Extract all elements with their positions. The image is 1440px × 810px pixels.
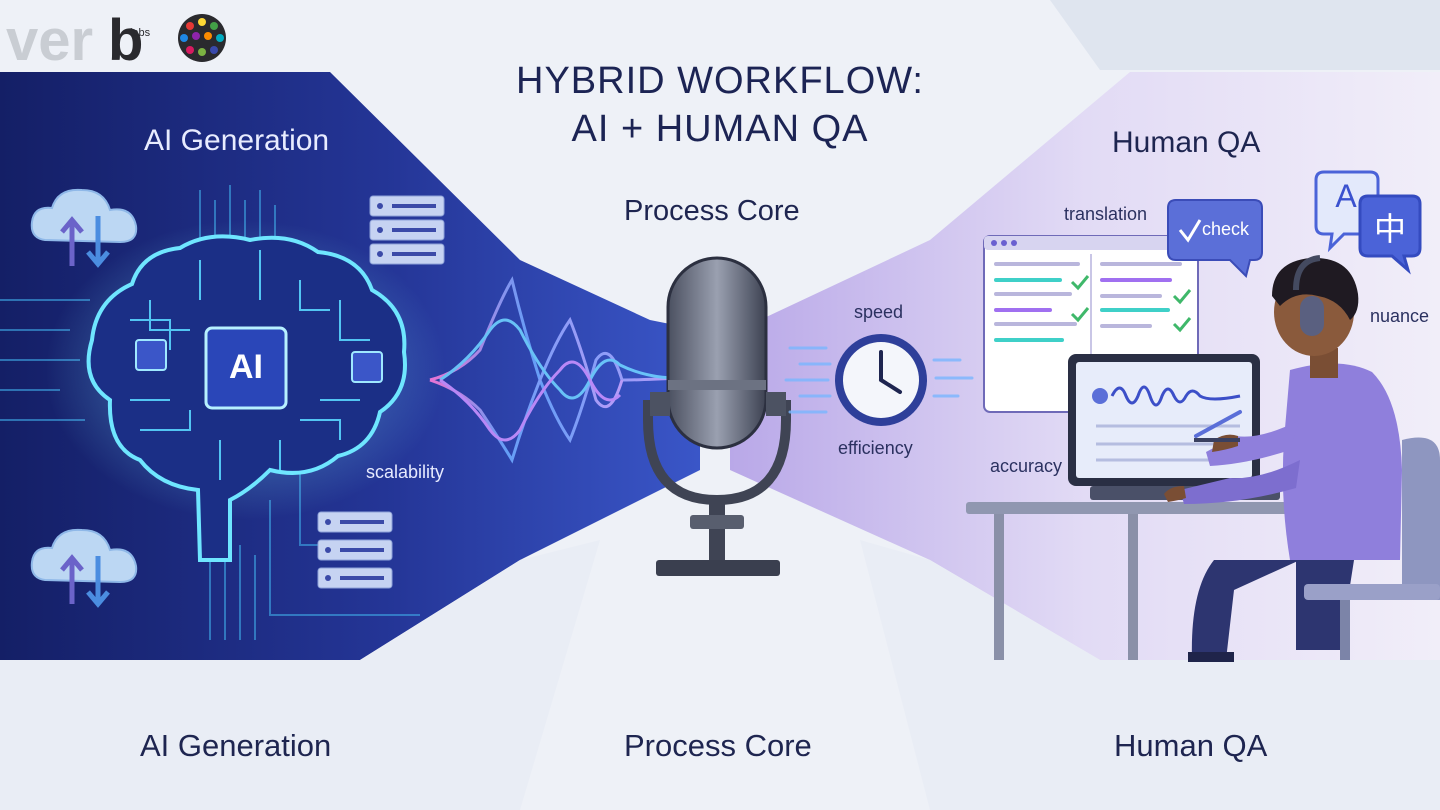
section-human-qa-top: Human QA: [1112, 126, 1261, 159]
brain-circuit-icon: [45, 220, 445, 562]
section-ai-generation-bottom: AI Generation: [140, 728, 332, 763]
section-process-core-top: Process Core: [624, 195, 800, 227]
checkmark-icon: [1070, 307, 1090, 323]
clock-icon: [784, 334, 974, 426]
desk: [966, 502, 1306, 660]
svg-text:labs: labs: [130, 27, 151, 39]
headphones-icon: [1300, 296, 1324, 336]
checkmark-icon: [1172, 289, 1192, 305]
svg-text:b: b: [108, 8, 143, 68]
label-nuance: nuance: [1370, 306, 1430, 326]
checkmark-icon: [1070, 275, 1090, 291]
label-accuracy: accuracy: [990, 456, 1063, 476]
label-translation: translation: [1064, 204, 1148, 224]
ai-chip-label: AI: [229, 348, 263, 386]
label-efficiency: efficiency: [838, 438, 913, 458]
label-check: check: [1202, 219, 1250, 239]
section-human-qa-bottom: Human QA: [1114, 728, 1268, 763]
section-process-core-bottom: Process Core: [624, 728, 812, 763]
verbo-labs-logo: ver b labs: [6, 8, 228, 73]
check-bubble: [1167, 199, 1263, 278]
svg-text:ver: ver: [6, 8, 93, 68]
checkmark-icon: [1172, 317, 1192, 333]
translate-letter-zh: 中: [1373, 211, 1406, 247]
label-scalability: scalability: [366, 462, 445, 482]
cloud-sync-icon: [30, 188, 138, 268]
cloud-sync-icon: [30, 528, 138, 608]
label-speed: speed: [854, 302, 904, 322]
microphone-icon: [643, 256, 791, 576]
translate-letter-a: A: [1335, 178, 1357, 214]
human-reviewer: [1164, 255, 1402, 662]
chair: [1304, 437, 1440, 660]
title-line-1: HYBRID WORKFLOW:: [516, 60, 924, 102]
title-line-2: AI + HUMAN QA: [571, 108, 869, 150]
server-icon: [369, 195, 445, 265]
translate-bubble-icon: [1314, 170, 1422, 275]
section-ai-generation-top: AI Generation: [144, 124, 330, 157]
server-icon: [317, 511, 393, 589]
waveform-top: [429, 276, 691, 464]
waveform-bottom: [270, 501, 1120, 703]
